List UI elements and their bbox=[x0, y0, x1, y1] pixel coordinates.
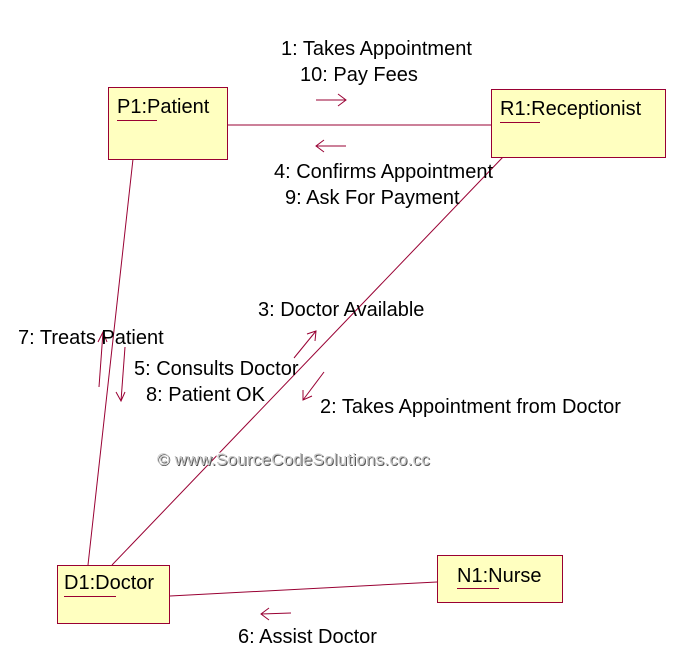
object-patient-underline bbox=[117, 120, 157, 121]
message-4: 4: Confirms Appointment bbox=[274, 161, 493, 183]
object-doctor-underline bbox=[64, 596, 116, 597]
watermark: © www.SourceCodeSolutions.co.cc bbox=[157, 450, 430, 469]
object-doctor[interactable]: D1:Doctor bbox=[57, 565, 170, 624]
object-doctor-label: D1:Doctor bbox=[64, 572, 155, 594]
message-2: 2: Takes Appointment from Doctor bbox=[320, 396, 621, 418]
object-receptionist[interactable]: R1:Receptionist bbox=[491, 89, 666, 158]
object-nurse-underline bbox=[457, 588, 499, 589]
arrow-nurse-to-doctor bbox=[260, 607, 292, 621]
arrow-patient-to-doctor bbox=[115, 346, 126, 403]
object-patient-label: P1:Patient bbox=[117, 96, 210, 118]
message-6: 6: Assist Doctor bbox=[238, 626, 377, 648]
object-receptionist-label: R1:Receptionist bbox=[500, 98, 642, 120]
link-patient-doctor bbox=[87, 158, 134, 566]
object-nurse[interactable]: N1:Nurse bbox=[437, 555, 563, 603]
link-receptionist-doctor bbox=[111, 156, 504, 566]
arrow-doctor-to-patient bbox=[97, 330, 108, 388]
message-10: 10: Pay Fees bbox=[300, 64, 418, 86]
message-5: 5: Consults Doctor bbox=[134, 358, 299, 380]
message-8: 8: Patient OK bbox=[146, 384, 265, 406]
message-3: 3: Doctor Available bbox=[258, 299, 425, 321]
message-1: 1: Takes Appointment bbox=[281, 38, 472, 60]
link-doctor-nurse bbox=[169, 581, 438, 597]
object-nurse-label: N1:Nurse bbox=[457, 565, 542, 587]
message-7: 7: Treats Patient bbox=[18, 327, 164, 349]
arrow-patient-to-receptionist bbox=[316, 93, 347, 107]
object-receptionist-underline bbox=[500, 122, 540, 123]
object-patient[interactable]: P1:Patient bbox=[108, 87, 228, 160]
message-9: 9: Ask For Payment bbox=[285, 187, 460, 209]
arrow-receptionist-to-doctor bbox=[302, 371, 325, 401]
arrow-receptionist-to-patient bbox=[315, 139, 346, 153]
arrow-doctor-to-receptionist bbox=[293, 330, 317, 359]
